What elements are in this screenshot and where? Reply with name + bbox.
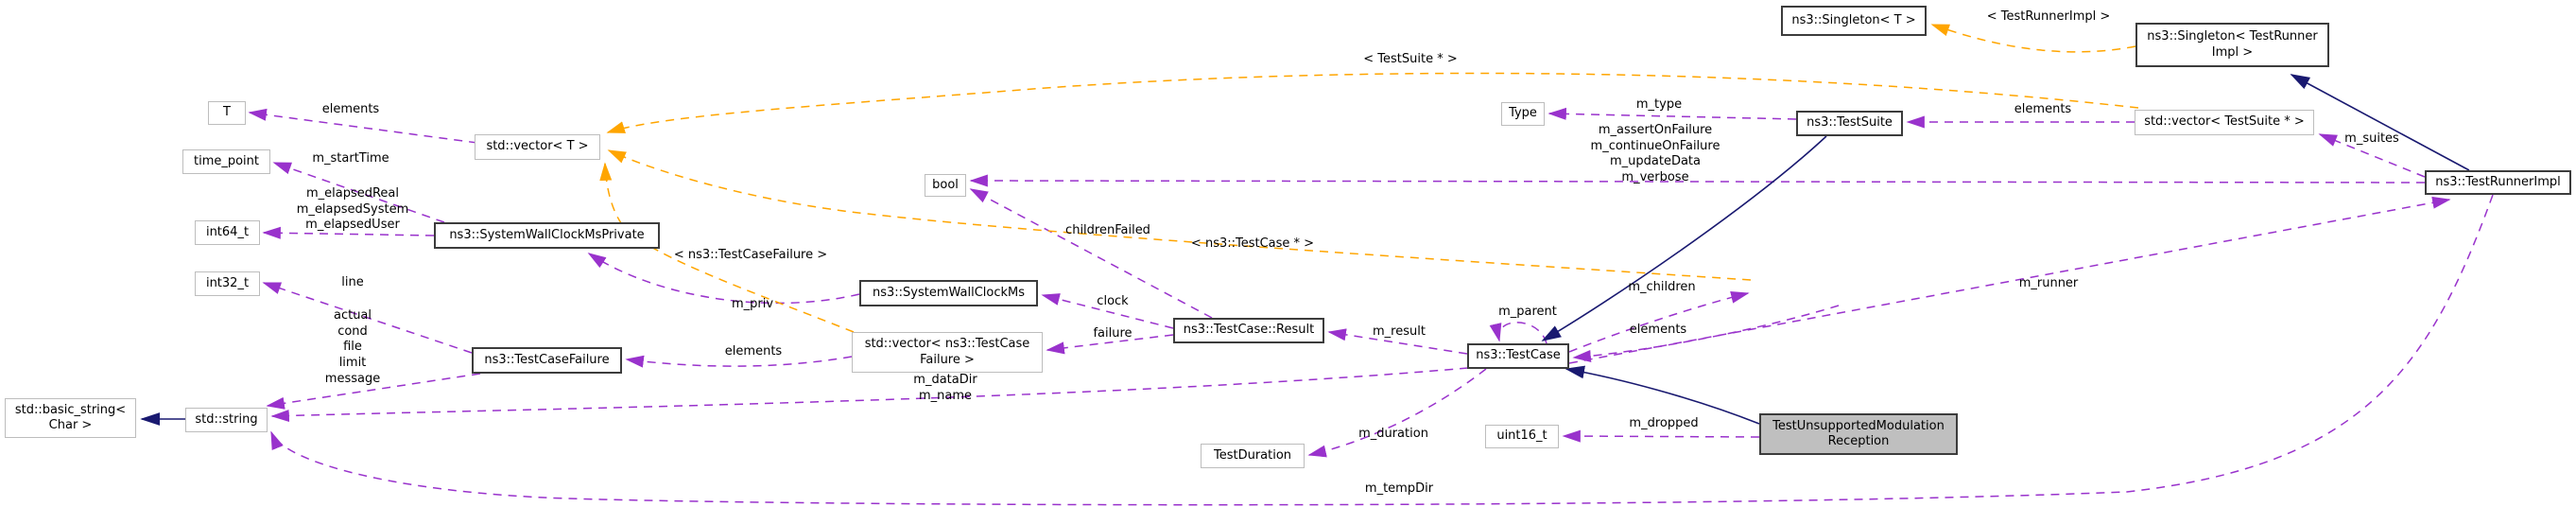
edge-label-m-result: m_result bbox=[1373, 324, 1426, 339]
edge-label-template-test-case: < ns3::TestCase * > bbox=[1190, 236, 1315, 251]
edge-label-runner-flags: m_assertOnFailure m_continueOnFailure m_… bbox=[1590, 123, 1720, 184]
node-t: T bbox=[208, 101, 246, 125]
edge-label-m-type: m_type bbox=[1635, 97, 1683, 112]
edge-label-m-children: m_children bbox=[1628, 280, 1696, 294]
edge-label-m-tempDir: m_tempDir bbox=[1364, 481, 1434, 496]
edge-inherit-tumr-testcase bbox=[1565, 365, 1760, 425]
edge-m-runner bbox=[1568, 196, 2451, 364]
node-vector-test-suite: std::vector< TestSuite * > bbox=[2135, 110, 2314, 135]
edge-inherit-testsuite-testcase bbox=[1541, 135, 1827, 341]
edge-label-elements-tc: elements bbox=[1629, 323, 1687, 337]
node-system-wall-clock-ms[interactable]: ns3::SystemWallClockMs bbox=[859, 280, 1038, 306]
node-singleton-t[interactable]: ns3::Singleton< T > bbox=[1781, 6, 1927, 36]
node-uint16-t: uint16_t bbox=[1485, 425, 1559, 448]
edge-label-elapsed: m_elapsedReal m_elapsedSystem m_elapsedU… bbox=[296, 186, 409, 233]
edge-label-elements-ts: elements bbox=[2014, 102, 2072, 116]
edge-m-suites bbox=[2318, 133, 2426, 178]
node-std-string: std::string bbox=[185, 408, 268, 432]
edge-label-elements-tcf: elements bbox=[724, 344, 783, 358]
edge-clock bbox=[1041, 293, 1174, 329]
node-vector-test-case-failure: std::vector< ns3::TestCase Failure > bbox=[852, 332, 1043, 373]
edge-label-template-test-suite: < TestSuite * > bbox=[1363, 52, 1458, 66]
edge-template-test-case-failure bbox=[599, 162, 855, 333]
node-std-vector-t: std::vector< T > bbox=[475, 134, 600, 160]
edge-elements-tc bbox=[1572, 305, 1840, 362]
node-type: Type bbox=[1501, 102, 1545, 126]
edge-label-m-duration: m_duration bbox=[1358, 427, 1428, 441]
node-int32-t: int32_t bbox=[195, 271, 260, 296]
edge-line bbox=[262, 282, 473, 354]
edge-elements-t bbox=[248, 108, 478, 144]
edge-label-m-startTime: m_startTime bbox=[312, 151, 389, 166]
edge-m-parent bbox=[1489, 322, 1547, 344]
edge-childrenFailed bbox=[969, 188, 1213, 319]
node-test-unsupported-modulation-reception: TestUnsupportedModulation Reception bbox=[1759, 413, 1958, 455]
node-basic-string: std::basic_string< Char > bbox=[5, 398, 136, 438]
edge-m-type bbox=[1547, 107, 1797, 120]
edge-label-template-test-runner-impl: < TestRunnerImpl > bbox=[1986, 9, 2111, 24]
node-test-suite[interactable]: ns3::TestSuite bbox=[1796, 111, 1903, 136]
edge-label-m-runner: m_runner bbox=[2018, 276, 2079, 290]
node-test-runner-impl[interactable]: ns3::TestRunnerImpl bbox=[2425, 170, 2571, 195]
edge-template-test-runner-impl bbox=[1930, 24, 2136, 53]
edge-m-dropped bbox=[1562, 429, 1760, 443]
edge-m-elapsed bbox=[262, 226, 435, 239]
edge-m-priv bbox=[587, 253, 860, 305]
edge-inherit-runner-singleton bbox=[2290, 74, 2470, 171]
node-time-point: time_point bbox=[182, 149, 270, 174]
node-test-case-failure[interactable]: ns3::TestCaseFailure bbox=[472, 347, 622, 374]
edge-failure bbox=[1046, 334, 1174, 355]
edge-m-tempDir bbox=[270, 194, 2494, 506]
node-test-duration: TestDuration bbox=[1201, 444, 1305, 468]
node-test-case[interactable]: ns3::TestCase bbox=[1467, 343, 1569, 369]
edge-label-m-dataDir: m_dataDir m_name bbox=[913, 373, 977, 403]
edge-label-m-dropped: m_dropped bbox=[1629, 416, 1699, 430]
edge-runner-flags bbox=[969, 174, 2426, 187]
edge-m-result bbox=[1327, 328, 1468, 355]
edge-label-m-parent: m_parent bbox=[1498, 305, 1557, 319]
edge-label-m-priv: m_priv bbox=[731, 297, 774, 311]
edge-label-failure: failure bbox=[1093, 326, 1132, 341]
node-bool: bool bbox=[925, 174, 966, 197]
edge-template-test-suite bbox=[606, 72, 2139, 133]
edge-template-test-case bbox=[607, 149, 1752, 281]
edge-elements-tcf bbox=[625, 355, 853, 368]
node-system-wall-clock-ms-private[interactable]: ns3::SystemWallClockMsPrivate bbox=[434, 222, 660, 249]
node-singleton-test-runner-impl[interactable]: ns3::Singleton< TestRunner Impl > bbox=[2135, 23, 2329, 67]
edge-failure-fields bbox=[266, 373, 481, 410]
edge-label-line: line bbox=[341, 275, 364, 289]
node-test-case-result[interactable]: ns3::TestCase::Result bbox=[1173, 318, 1324, 343]
edge-m-duration bbox=[1307, 368, 1487, 458]
edge-m-children bbox=[1568, 290, 1750, 353]
edge-label-template-test-case-failure: < ns3::TestCaseFailure > bbox=[673, 248, 828, 262]
edge-label-failure-fields: actual cond file limit message bbox=[324, 308, 381, 386]
edge-label-childrenFailed: childrenFailed bbox=[1065, 223, 1150, 237]
edge-label-m-suites: m_suites bbox=[2344, 131, 2399, 146]
node-int64-t: int64_t bbox=[195, 220, 260, 245]
edge-m-dataDir bbox=[270, 367, 1469, 422]
edge-label-clock: clock bbox=[1097, 294, 1129, 308]
edge-label-elements-t: elements bbox=[321, 102, 380, 116]
